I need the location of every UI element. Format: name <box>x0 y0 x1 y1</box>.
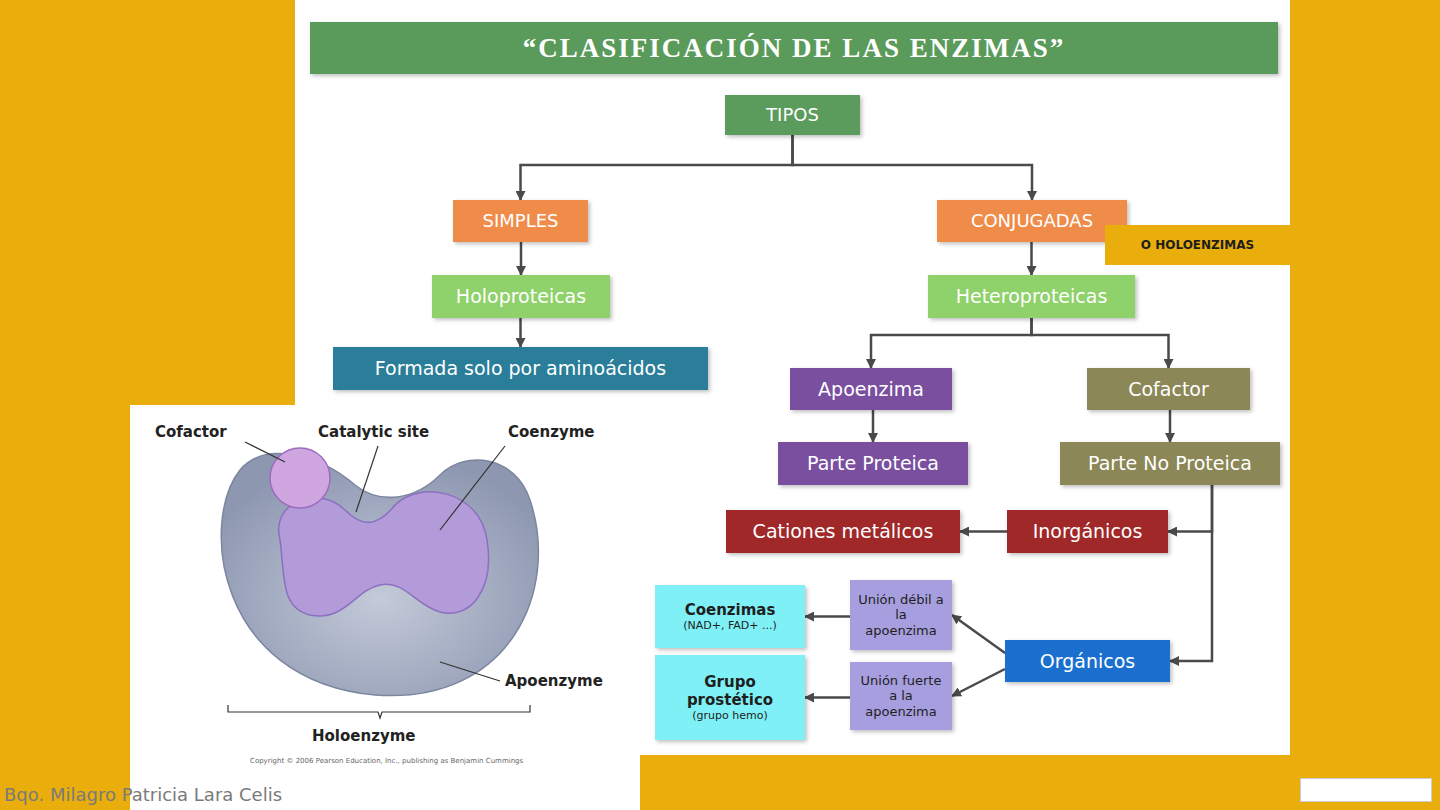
node-text: Formada solo por aminoácidos <box>375 357 666 380</box>
part-label: Coenzyme <box>508 423 594 441</box>
connector-arrow <box>1030 242 1033 275</box>
connector-arrow <box>952 615 1005 653</box>
connector-arrow <box>871 318 1032 368</box>
type-box: TIPOS <box>725 95 860 135</box>
cofactor-box: Orgánicos <box>1005 640 1170 682</box>
part-label: Holoenzyme <box>312 727 415 745</box>
leader-line <box>440 446 505 530</box>
node-text: Cofactor <box>1128 378 1209 401</box>
binding-box: Unión fuerte a la apoenzima <box>850 662 952 730</box>
title-bar: “CLASIFICACIÓN DE LAS ENZIMAS” <box>310 22 1278 74</box>
description-box: Formada solo por aminoácidos <box>333 347 708 390</box>
node-text: Holoproteicas <box>456 285 586 308</box>
tag-band: O HOLOENZIMAS <box>1105 225 1290 265</box>
node-text: (grupo hemo) <box>692 709 767 722</box>
connector-arrow <box>805 615 850 618</box>
copyright-note: Copyright © 2006 Pearson Education, Inc.… <box>250 757 523 765</box>
part-label: Cofactor <box>155 423 227 441</box>
node-text: Inorgánicos <box>1033 520 1143 543</box>
connector-arrow <box>1168 485 1212 532</box>
node-text: Orgánicos <box>1040 650 1135 673</box>
subtype-box: Heteroproteicas <box>928 275 1135 318</box>
cofactor-shape <box>270 448 330 508</box>
connector-arrow <box>1170 485 1212 661</box>
author-footer: Bqo. Milagro Patricia Lara Celis <box>4 784 282 805</box>
node-text: Grupo prostético <box>663 673 797 709</box>
bracket <box>228 705 530 718</box>
node-text: Parte No Proteica <box>1088 452 1252 475</box>
connector-arrow <box>1169 410 1172 442</box>
leader-line <box>356 446 378 512</box>
connector-arrow <box>519 318 522 347</box>
coenzyme-shape <box>279 492 489 616</box>
part-label: Catalytic site <box>318 423 429 441</box>
binding-box: Unión débil a la apoenzima <box>850 580 952 650</box>
node-text: O HOLOENZIMAS <box>1141 238 1254 252</box>
bottom-band <box>645 757 1290 810</box>
node-text: Cationes metálicos <box>753 520 934 543</box>
corner-box <box>1300 778 1432 802</box>
node-text: Unión débil a la apoenzima <box>858 592 944 639</box>
part-box: Parte Proteica <box>778 442 968 485</box>
apoenzyme-shape <box>221 454 538 696</box>
node-text: Apoenzima <box>818 378 924 401</box>
example-box: Coenzimas(NAD+, FAD+ ...) <box>655 585 805 648</box>
part-box: Cofactor <box>1087 368 1250 410</box>
part-box: Apoenzima <box>790 368 952 410</box>
node-text: SIMPLES <box>483 210 559 232</box>
node-text: (NAD+, FAD+ ...) <box>683 619 777 632</box>
node-text: Parte Proteica <box>807 452 939 475</box>
connector-arrow <box>520 242 523 275</box>
connector-arrow <box>793 135 1033 200</box>
connector-arrow <box>1032 318 1169 368</box>
node-text: TIPOS <box>766 104 819 126</box>
example-box: Grupo prostético(grupo hemo) <box>655 655 805 740</box>
connector-arrow <box>952 669 1005 696</box>
cofactor-box: Inorgánicos <box>1007 510 1168 553</box>
category-box: SIMPLES <box>453 200 588 242</box>
part-box: Parte No Proteica <box>1060 442 1280 485</box>
node-text: CONJUGADAS <box>971 210 1093 232</box>
category-box: CONJUGADAS <box>937 200 1127 242</box>
title-text: “CLASIFICACIÓN DE LAS ENZIMAS” <box>523 32 1065 64</box>
subtype-box: Holoproteicas <box>432 275 610 318</box>
cofactor-box: Cationes metálicos <box>726 510 960 553</box>
node-text: Unión fuerte a la apoenzima <box>858 673 944 720</box>
leader-line <box>245 442 285 462</box>
node-text: Coenzimas <box>685 601 776 619</box>
node-text: Heteroproteicas <box>956 285 1108 308</box>
connector-arrow <box>521 135 793 200</box>
connector-arrow <box>872 410 875 442</box>
part-label: Apoenzyme <box>505 672 603 690</box>
connector-arrow <box>805 696 850 699</box>
connector-arrow <box>960 530 1007 533</box>
leader-line <box>440 662 500 681</box>
